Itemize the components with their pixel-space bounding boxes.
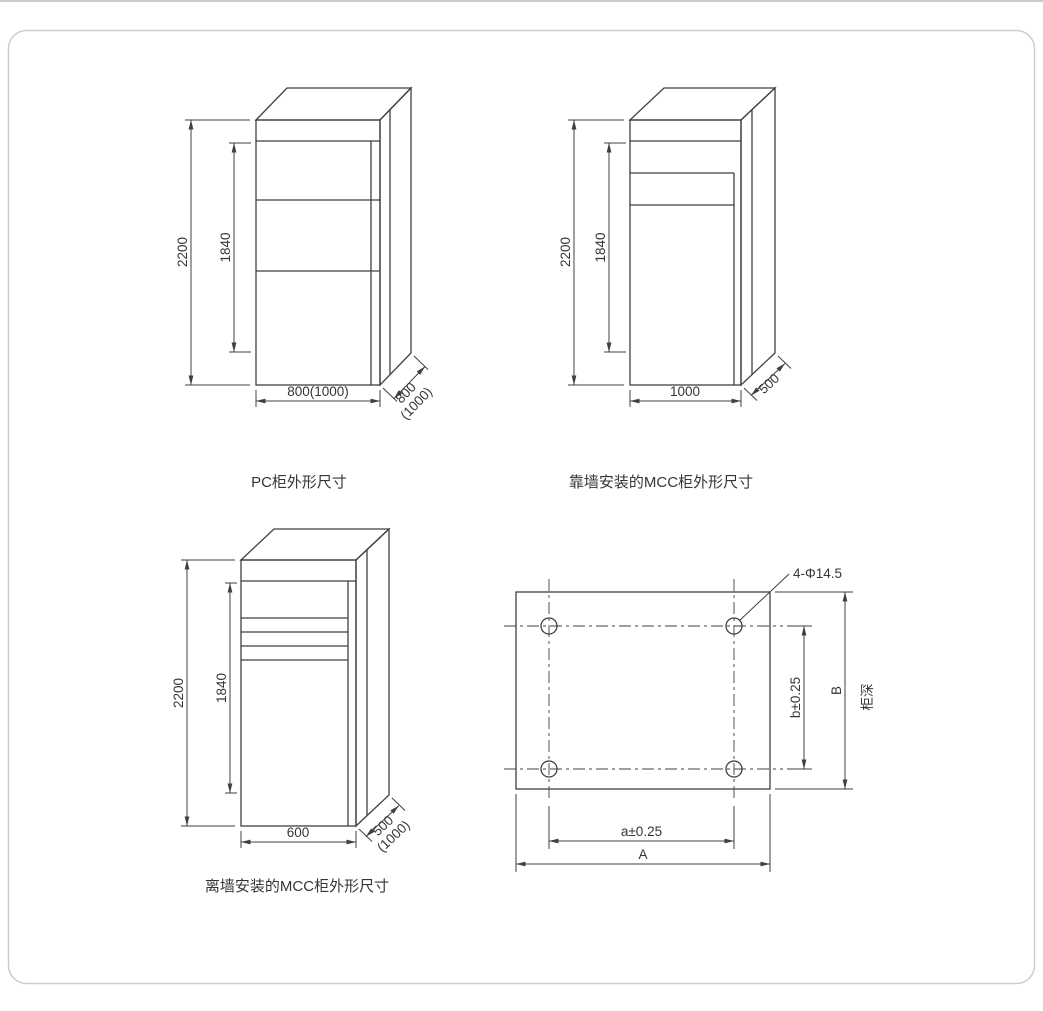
side-face [740,86,776,387]
dim-label-height: 2200 [558,237,573,267]
mcc-offwall-inner-height-dimension: 1840 [214,582,237,794]
mounting-holes [540,617,743,778]
mcc-wall-width-dimension: 1000 [629,384,742,407]
dim-label-height: 2200 [171,678,186,708]
caption-pc-cabinet: PC柜外形尺寸 [251,474,347,491]
hole-callout: 4-Φ14.5 [738,566,842,622]
extension-line [777,355,792,369]
dimension-line [393,366,426,399]
dimension-line [365,805,400,837]
foundation-plan-diagram: 4-Φ14.5 b±0.25 B 柜深 a±0.25 A [504,566,875,872]
mcc-wall-cabinet-diagram: 2200 1840 1000 500 靠墙安装的MCC柜外形尺寸 [558,86,792,491]
front-face [255,119,381,386]
dimension-line [750,363,786,396]
pc-cabinet-diagram: 2200 1840 800(1000) 800 (1000) PC柜外形尺寸 [175,86,435,491]
mcc-wall-height-dimension: 2200 [558,119,624,386]
dim-label-width: 600 [287,825,310,840]
mcc-offwall-cabinet-body [239,527,391,828]
hole-spacing-depth-dimension: b±0.25 [787,625,812,770]
side-face [355,527,390,828]
dim-label-depth: 500 [756,371,783,397]
dim-label-inner-height: 1840 [214,673,229,703]
leader-line [738,573,790,622]
pc-inner-height-dimension: 1840 [218,142,251,353]
mounting-hole [540,760,558,778]
dim-label-A: A [638,847,647,862]
front-face [240,559,357,827]
mcc-wall-depth-dimension: 500 [743,355,792,401]
overall-width-dimension: A [515,794,771,872]
centerlines [504,579,783,802]
extension-line [743,387,758,401]
dim-label-a: a±0.25 [621,824,662,839]
content-frame [7,29,1036,985]
dim-label-inner-height: 1840 [593,232,608,262]
caption-mcc-wall-cabinet: 靠墙安装的MCC柜外形尺寸 [569,474,753,491]
dim-label-height: 2200 [175,237,190,267]
extension-line [358,828,373,842]
mcc-offwall-cabinet-diagram: 2200 1840 600 500 (1000) 离墙安装的MCC柜外形尺寸 [171,527,413,895]
pc-depth-dimension: 800 (1000) [382,355,435,423]
extension-line [382,387,398,402]
caption-mcc-offwall-cabinet: 离墙安装的MCC柜外形尺寸 [205,878,389,895]
dim-label-width: 1000 [670,384,700,399]
pc-cabinet-body [254,86,413,387]
side-face [379,86,412,387]
dim-label-b: b±0.25 [788,677,803,718]
mounting-hole [725,617,743,635]
top-face [254,87,413,121]
hole-diameter-label: 4-Φ14.5 [793,566,842,581]
mcc-wall-cabinet-body [628,86,777,387]
overall-depth-dimension: B [775,591,853,790]
extension-line [391,797,406,811]
front-face [629,119,742,386]
cabinet-depth-axis-label: 柜深 [860,684,875,711]
extension-line [413,355,429,370]
hole-spacing-width-dimension: a±0.25 [548,806,735,849]
foundation-outline [515,591,771,790]
dim-label-width: 800(1000) [287,384,349,399]
mcc-offwall-height-dimension: 2200 [171,559,235,827]
pc-width-dimension: 800(1000) [255,384,381,407]
dim-label-B: B [829,686,844,695]
top-face [628,87,777,121]
mcc-wall-inner-height-dimension: 1840 [593,142,626,353]
mcc-offwall-width-dimension: 600 [240,825,357,848]
pc-height-dimension: 2200 [175,119,250,386]
dim-label-inner-height: 1840 [218,232,233,262]
mounting-hole [540,617,558,635]
mounting-hole [725,760,743,778]
